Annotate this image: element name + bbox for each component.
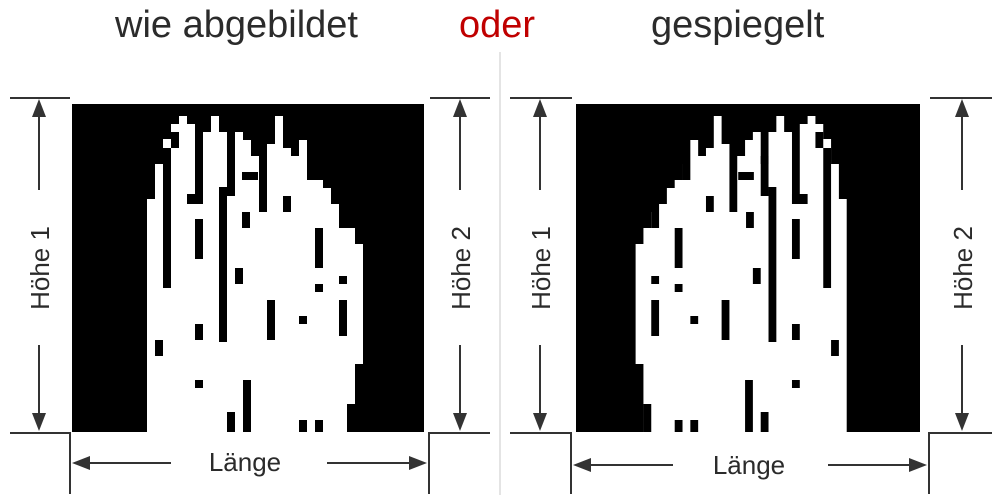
arrow-right-icon [409, 456, 427, 470]
arrow-right-icon [909, 458, 927, 472]
arrow-up-icon [533, 99, 547, 117]
hoehe2-label-left-panel: Höhe 2 [446, 226, 476, 310]
title-mirrored: gespiegelt [651, 4, 825, 46]
laenge-left-extension-line-right-panel [570, 432, 572, 494]
hoehe2-dimension-line-bottom [459, 345, 461, 417]
arrow-left-icon [573, 458, 591, 472]
laenge-dimension-line-right [327, 462, 410, 464]
arrow-down-icon [32, 413, 46, 431]
laenge-right-extension-line-right-panel [928, 432, 930, 494]
laenge-right-extension-line [428, 432, 430, 494]
hoehe1-bottom-extension-line [10, 432, 70, 434]
laenge-dimension-line-right-right-panel [828, 464, 911, 466]
grass-silhouette-mirrored-icon [635, 116, 847, 432]
title-as-shown: wie abgebildet [115, 4, 358, 46]
arrow-down-icon [955, 413, 969, 431]
hoehe2-dimension-line-top-right-panel [961, 115, 963, 190]
hoehe2-top-extension-line-right-panel [930, 97, 992, 99]
arrow-down-icon [453, 413, 467, 431]
arrow-down-icon [533, 413, 547, 431]
right-product-image-mirrored [576, 104, 920, 432]
laenge-dimension-line-left [88, 462, 171, 464]
laenge-label-right-panel: Länge [712, 450, 786, 480]
hoehe1-dimension-line-bottom-right-panel [539, 345, 541, 417]
hoehe1-dimension-line-top [38, 115, 40, 190]
hoehe2-dimension-line-top [459, 115, 461, 190]
arrow-left-icon [72, 456, 90, 470]
hoehe2-label-right-panel: Höhe 2 [948, 226, 978, 310]
grass-silhouette-icon [147, 116, 363, 432]
left-product-image [72, 104, 424, 432]
hoehe1-bottom-extension-line-right-panel [510, 432, 572, 434]
panel-divider [499, 52, 501, 495]
hoehe2-bottom-extension-line-right-panel [930, 432, 992, 434]
arrow-up-icon [453, 99, 467, 117]
arrow-up-icon [955, 99, 969, 117]
laenge-left-extension-line [69, 432, 71, 494]
hoehe1-top-extension-line [10, 97, 70, 99]
hoehe1-dimension-line-bottom [38, 345, 40, 417]
hoehe1-label-right-panel: Höhe 1 [526, 226, 556, 310]
title-or: oder [459, 4, 536, 46]
hoehe2-bottom-extension-line [430, 432, 490, 434]
laenge-label-left-panel: Länge [208, 447, 282, 477]
laenge-dimension-line-left-right-panel [589, 464, 673, 466]
hoehe1-label-left-panel: Höhe 1 [25, 226, 55, 310]
hoehe1-dimension-line-top-right-panel [539, 115, 541, 190]
hoehe2-top-extension-line [430, 97, 490, 99]
hoehe1-top-extension-line-right-panel [510, 97, 572, 99]
arrow-up-icon [32, 99, 46, 117]
hoehe2-dimension-line-bottom-right-panel [961, 345, 963, 417]
